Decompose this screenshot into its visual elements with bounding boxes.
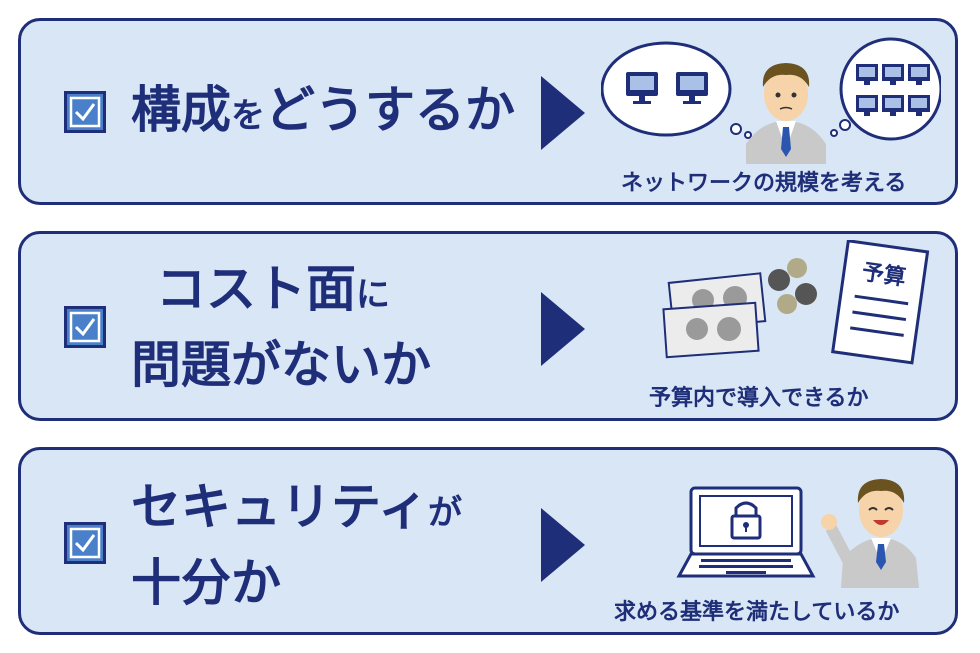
heading-line-2: 問題がないか xyxy=(131,336,431,394)
businessman-icon xyxy=(746,63,826,164)
checklist-card-configuration: 構成をどうするか xyxy=(18,18,958,205)
businessman-icon xyxy=(821,479,919,588)
monitor-icon xyxy=(676,72,708,104)
monitor-icon xyxy=(626,72,658,104)
heading-line1-particle: に xyxy=(356,275,390,315)
checkbox-checked-icon[interactable] xyxy=(64,91,106,133)
card-heading: 構成をどうするか xyxy=(131,75,515,151)
heading-rest: どうするか xyxy=(265,81,515,139)
heading-line1-main: セキュリティ xyxy=(131,478,428,536)
bill-icon xyxy=(662,301,760,359)
checkbox-checked-icon[interactable] xyxy=(64,306,106,348)
checklist-card-cost: コスト面に 問題がないか 予算 予算内で導入できるか xyxy=(18,231,958,421)
heading-particle: を xyxy=(231,96,265,136)
security-illustration xyxy=(676,479,919,588)
coin-icon xyxy=(768,269,790,291)
heading-main: 構成 xyxy=(131,81,231,139)
network-scale-illustration xyxy=(601,37,941,164)
heading-line-1: コスト面に xyxy=(131,254,431,330)
checklist-card-security: セキュリティが 十分か 求め xyxy=(18,447,958,635)
coin-icon xyxy=(777,294,797,314)
play-arrow-icon xyxy=(541,292,585,366)
heading-line-1: セキュリティが xyxy=(131,472,462,548)
play-arrow-icon xyxy=(541,508,585,582)
card-heading: コスト面に 問題がないか xyxy=(131,254,431,400)
coin-icon xyxy=(787,258,807,278)
document-icon: 予算 xyxy=(831,240,930,365)
card-caption: 求める基準を満たしているか xyxy=(614,600,900,625)
checkbox-checked-icon[interactable] xyxy=(64,522,106,564)
heading-line1-main: コスト面 xyxy=(156,260,356,318)
document-label: 予算 xyxy=(860,259,907,291)
coin-icon xyxy=(795,283,817,305)
card-heading: セキュリティが 十分か xyxy=(131,472,462,618)
laptop-lock-icon xyxy=(676,486,816,578)
card-caption: 予算内で導入できるか xyxy=(649,386,869,411)
heading-line-2: 十分か xyxy=(131,554,281,612)
card-caption: ネットワークの規模を考える xyxy=(621,171,907,196)
thought-bubble-left xyxy=(601,41,752,139)
play-arrow-icon xyxy=(541,76,585,150)
thought-bubble-right xyxy=(830,37,941,141)
budget-illustration: 予算 xyxy=(662,240,930,365)
heading-line1-particle: が xyxy=(428,493,462,533)
